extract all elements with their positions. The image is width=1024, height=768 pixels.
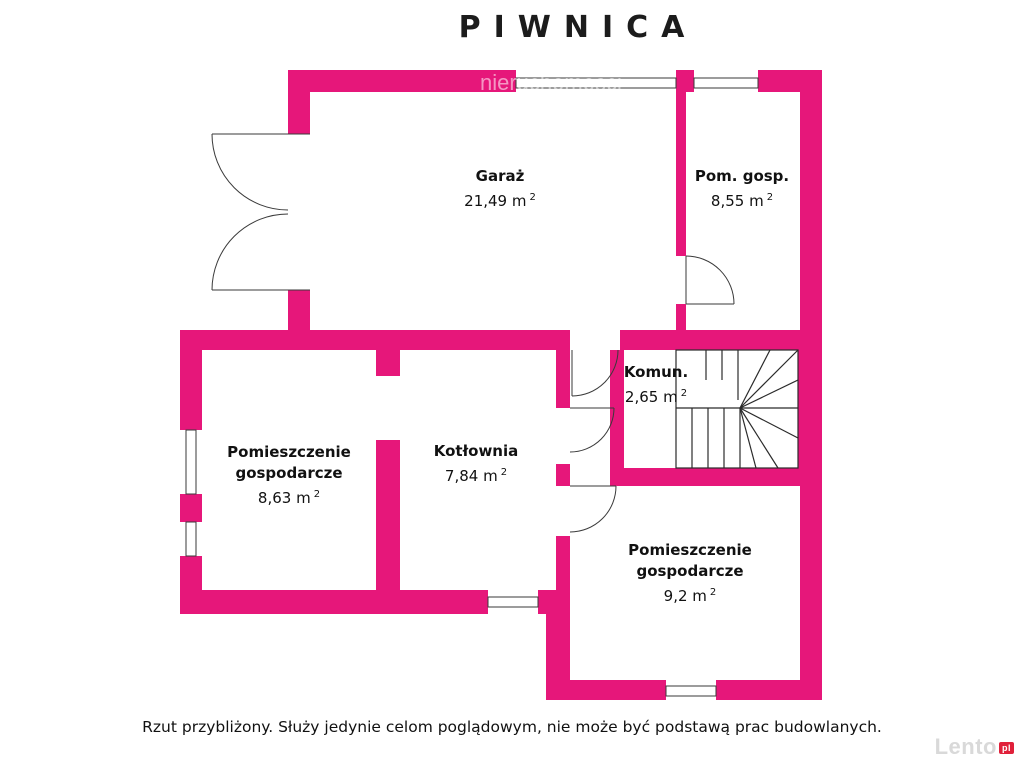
stairs <box>675 349 799 469</box>
room-name-line2: gospodarcze <box>235 464 343 482</box>
room-area: 21,49 m <box>464 192 527 210</box>
room-name: Kotłownia <box>433 442 519 460</box>
area-unit-sup: 2 <box>680 388 688 399</box>
room-area: 7,84 m <box>444 467 498 485</box>
logo-badge: pl <box>999 742 1014 754</box>
room-name-line2: gospodarcze <box>636 562 744 580</box>
room-name-line1: Pomieszczenie <box>227 443 351 461</box>
room-area: 8,55 m <box>710 192 764 210</box>
room-name: Pom. gosp. <box>694 167 790 185</box>
room-name-line1: Pomieszczenie <box>628 541 752 559</box>
logo-text: Lento <box>934 734 997 759</box>
plan-title: PIWNICA <box>458 10 698 45</box>
area-unit-sup: 2 <box>313 489 321 500</box>
window-frames <box>185 77 759 697</box>
room-area: 8,63 m <box>257 489 311 507</box>
room-name: Komun. <box>623 363 689 381</box>
watermark: nieruchomości <box>480 70 622 95</box>
room-area: 2,65 m <box>624 388 678 406</box>
door-swings <box>211 133 735 533</box>
room-name: Garaż <box>475 167 525 185</box>
area-unit-sup: 2 <box>529 192 536 203</box>
disclaimer-note: Rzut przybliżony. Służy jedynie celom po… <box>142 718 882 736</box>
room-area: 9,2 m <box>663 587 707 605</box>
area-unit-sup: 2 <box>500 467 508 478</box>
area-unit-sup: 2 <box>709 587 717 598</box>
area-unit-sup: 2 <box>766 192 774 203</box>
